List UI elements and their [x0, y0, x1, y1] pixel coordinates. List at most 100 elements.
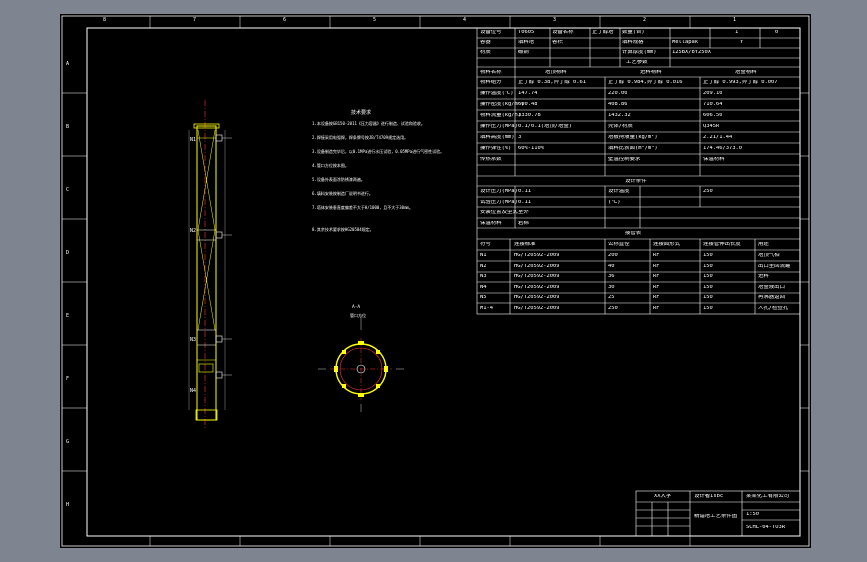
nozzle-cell: HG/T20592-2009: [514, 253, 560, 258]
spec-cell: 填料高度(mm): [480, 135, 515, 140]
nozzle-cell: N1: [480, 253, 487, 258]
spec-cell: 壳体/材质: [608, 124, 633, 129]
cell: Mellapak: [672, 40, 698, 45]
nozzle-cell: 150: [703, 305, 713, 311]
cell: 材质: [480, 50, 491, 55]
nozzle-cell: RF: [653, 253, 660, 258]
spec-cell: 壁温控制要求: [608, 157, 641, 162]
cell: 0: [775, 30, 779, 35]
title-block-grid: [635, 490, 801, 537]
cell: Y: [740, 40, 744, 45]
cell: 数量(台): [622, 30, 645, 35]
drawing-number: SCHL-04-TO3R: [746, 525, 785, 530]
nozzle-cell: 出口至回流罐: [758, 263, 791, 269]
ruler-mark: 2: [643, 17, 647, 23]
nozzle-cell: N4: [480, 284, 487, 290]
nozzle-cell: RF: [653, 295, 660, 300]
nozzle-cell: 200: [608, 253, 618, 258]
nozzle-header: 连接标准: [514, 242, 536, 247]
col-header: 塔顶物料: [545, 70, 567, 75]
design-cell: 0.11: [518, 199, 531, 205]
nozzle-cell: HG/T20592-2009: [514, 305, 560, 311]
ruler-mark: 4: [463, 17, 467, 23]
ruler-mark: B: [66, 124, 70, 130]
nozzle-cell: 30: [608, 284, 615, 290]
nozzle-cell: 150: [703, 263, 713, 269]
ruler-mark: 8: [103, 17, 107, 23]
spec-cell: 1432.32: [608, 113, 631, 118]
col-header: 塔釜物料: [735, 70, 757, 75]
nozzle-cell: RF: [653, 274, 660, 279]
spec-cell: 606.50: [703, 113, 723, 118]
col-header: 物料名称: [480, 70, 502, 75]
nozzle-cell: HG/T20592-2009: [514, 295, 560, 300]
ruler-mark: D: [66, 250, 70, 256]
note-line: 4.管口方位按本图。: [312, 163, 349, 168]
cell: 设备位号: [480, 30, 502, 35]
nozzle-cell: 250: [608, 305, 618, 311]
nozzle-header: 公称直径: [608, 242, 630, 247]
ruler-mark: 1: [733, 17, 737, 23]
design-cell: (℃): [608, 199, 621, 205]
nozzle-cell: 150: [703, 253, 713, 258]
nozzle-cell: 再沸器返回: [758, 295, 785, 300]
section-heading: 接管表: [625, 231, 642, 236]
ruler-mark: C: [66, 187, 70, 193]
nozzle-cell: 150: [703, 284, 713, 290]
ruler-mark: A: [66, 61, 70, 67]
nozzle-label: N4: [190, 388, 197, 394]
drawing-sheet: [60, 14, 811, 548]
nozzle-cell: HG/T20592-2009: [514, 284, 560, 290]
spec-cell: 147.74: [518, 91, 538, 96]
notes-title: 技术要求: [351, 110, 372, 116]
spec-cell: 操作温度(℃): [480, 91, 514, 96]
nozzle-cell: 进料: [758, 274, 769, 279]
scale: 1:50: [746, 512, 759, 517]
spec-cell: 2.21/1.44: [703, 135, 733, 140]
ruler-mark: E: [66, 313, 70, 319]
nozzle-cell: 150: [703, 274, 713, 279]
nozzle-cell: 人孔/检查孔: [758, 305, 789, 311]
design-cell: 岩棉: [518, 220, 529, 226]
nozzle-cell: 25: [608, 295, 615, 300]
nozzle-cell: N5: [480, 295, 487, 300]
nozzle-cell: N2: [480, 263, 487, 269]
spec-cell: 操作压力(MPa): [480, 124, 518, 129]
ruler-mark: 6: [283, 17, 287, 23]
cell: 正丁醇塔: [592, 30, 614, 35]
designer: 设计者Isbc: [694, 494, 724, 499]
spec-cell: 174.46/373.0: [703, 146, 742, 151]
spec-cell: 保温材料: [703, 157, 725, 162]
design-cell: 保温材料: [480, 220, 502, 226]
spec-cell: Q345R: [703, 124, 720, 129]
col-header: 进料物料: [640, 70, 662, 75]
spec-cell: 408.86: [608, 102, 628, 107]
spec-cell: 传热系数: [480, 157, 502, 162]
spec-cell: 600.48: [518, 102, 538, 107]
nozzle-label: N3: [190, 337, 197, 343]
spec-cell: 物料流量(kg/h): [480, 113, 522, 118]
spec-cell: 60%-110%: [518, 146, 544, 151]
ruler-mark: 5: [373, 17, 377, 23]
company: 某某化工有限公司: [746, 494, 790, 499]
cell: 碳钢: [518, 50, 529, 55]
nozzle-cell: N3: [480, 274, 487, 279]
note-line: 6.填料安装按制造厂说明书进行。: [312, 191, 373, 196]
note-line: 8.其余技术要求按HG20584规定。: [312, 227, 374, 232]
nozzle-header: 连接面形式: [653, 242, 680, 247]
design-cell: 试验压力(MPa): [480, 199, 518, 205]
cell: 填料塔: [518, 40, 535, 45]
note-line: 1.本设备按GB150-2011《压力容器》进行制造、试验和验收。: [312, 121, 425, 126]
spec-cell: 0.1/0.1(塔顶/塔釜): [518, 124, 573, 129]
design-cell: 室外: [518, 210, 529, 215]
section-subtitle: 管口方位: [350, 313, 366, 318]
cell: 计算厚度(mm): [622, 50, 657, 55]
cell: 设备名称: [552, 30, 574, 35]
spec-cell: 710.64: [703, 102, 723, 107]
spec-cell: 209.10: [703, 91, 723, 96]
nozzle-cell: 150: [703, 295, 713, 300]
ruler-mark: H: [66, 502, 70, 508]
nozzle-cell: 40: [608, 263, 615, 269]
design-cell: 设计压力(MPa): [480, 189, 518, 194]
